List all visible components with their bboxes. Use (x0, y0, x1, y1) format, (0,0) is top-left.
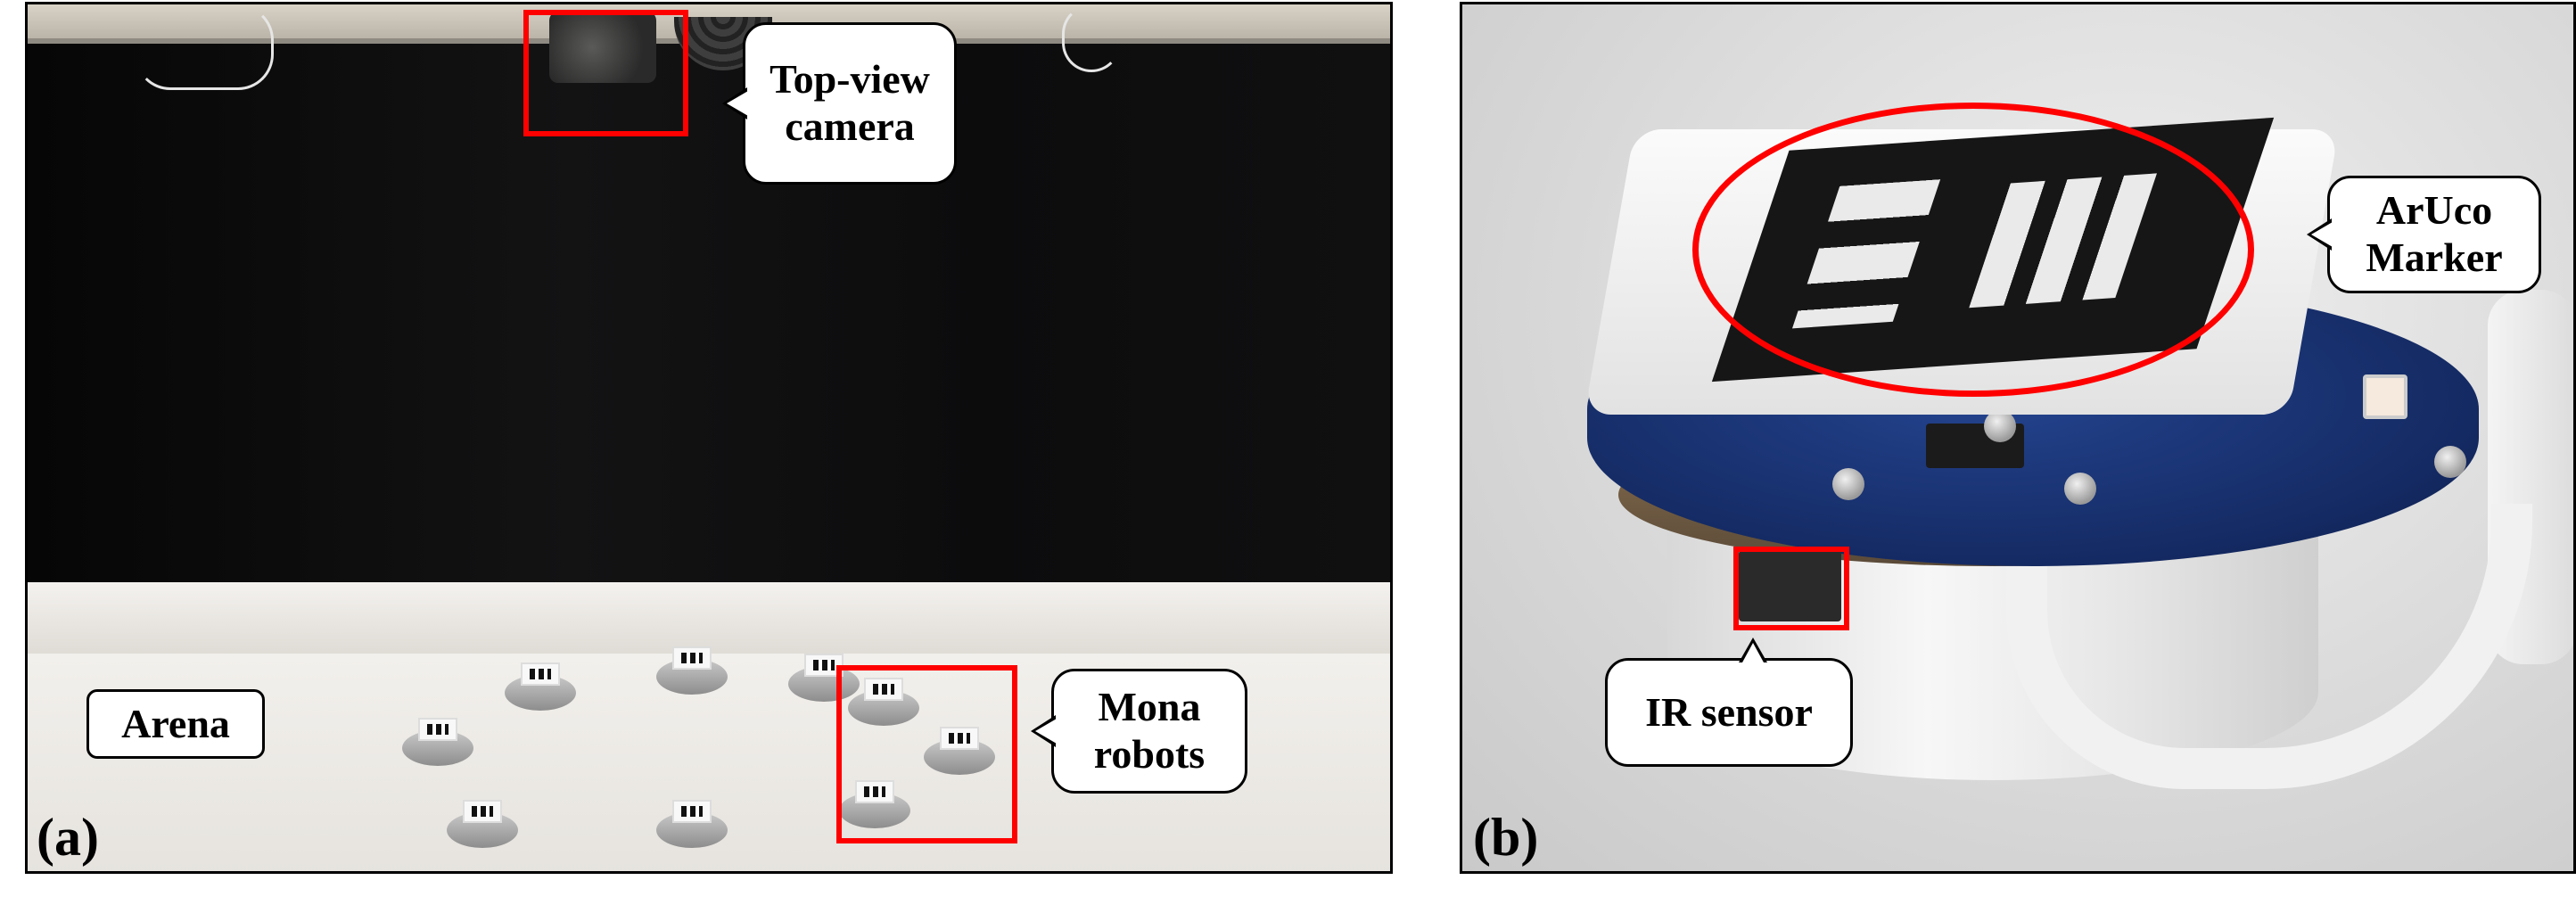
panel-a-label: (a) (37, 808, 99, 867)
mona-robot (848, 678, 919, 726)
robots-callout-line-2: robots (1093, 731, 1206, 777)
ir-sensor-callout: IR sensor (1605, 638, 1853, 767)
camera-callout-line-2: camera (785, 103, 915, 149)
arena-callout-text: Arena (121, 700, 230, 746)
marker-callout: ArUco Marker (2307, 176, 2541, 293)
robots-callout: Mona robots (1031, 669, 1247, 794)
ir-sensor-callout-text: IR sensor (1645, 688, 1813, 735)
panel-b-label: (b) (1473, 808, 1539, 867)
arena-wall (28, 582, 1390, 658)
camera-callout-line-1: Top-view (770, 56, 930, 103)
ir-sensor-highlight-box (1733, 547, 1849, 630)
mona-robot (656, 646, 728, 695)
mona-robot (839, 780, 910, 828)
camera-callout: Top-view camera (722, 22, 957, 185)
marker-highlight-ellipse (1692, 103, 2254, 397)
screw (2064, 473, 2096, 505)
mona-robot (505, 662, 576, 711)
camera-device (549, 12, 656, 83)
cable (1062, 4, 1121, 72)
robots-highlight-box (836, 665, 1017, 843)
robots-callout-line-1: Mona (1098, 684, 1201, 730)
screw (1984, 410, 2016, 442)
camera-highlight-box (523, 10, 688, 136)
marker-callout-line-1: ArUco (2375, 187, 2493, 234)
screw (2434, 446, 2466, 478)
panel-b-robot-photo: ArUco Marker IR sensor (b) (1460, 2, 2576, 874)
mona-robot (924, 727, 995, 775)
mona-robot (447, 800, 518, 848)
panel-a-arena-photo: Top-view camera Mona robots Arena (a) (25, 2, 1393, 874)
mona-robot (656, 800, 728, 848)
mona-robot (402, 718, 473, 766)
black-curtain (28, 40, 1390, 584)
pcb-led (2363, 374, 2407, 419)
arena-callout: Arena (86, 689, 265, 759)
marker-callout-line-2: Marker (2366, 234, 2503, 280)
cable (135, 4, 274, 90)
ir-sensor-module (1739, 550, 1841, 621)
screw (1832, 468, 1864, 500)
